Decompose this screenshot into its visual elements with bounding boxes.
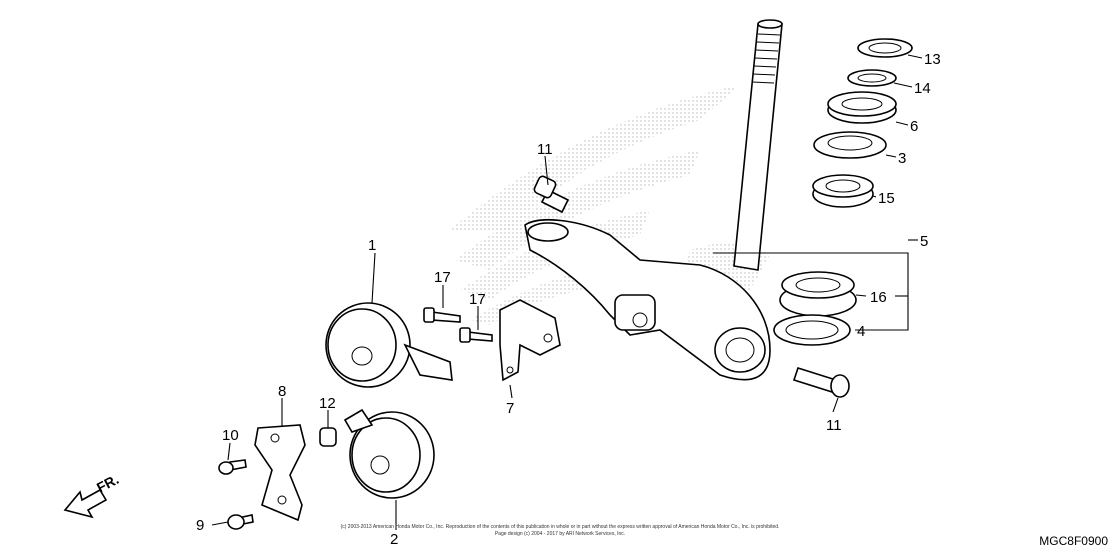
bearing-parts bbox=[812, 38, 913, 208]
copyright-line-1: (c) 2003-2013 American Honda Motor Co., … bbox=[341, 524, 780, 530]
callout-16: 16 bbox=[870, 289, 887, 306]
steering-stem bbox=[733, 19, 783, 271]
callout-4: 4 bbox=[857, 323, 865, 340]
screw-9 bbox=[227, 514, 254, 530]
leader-lines bbox=[211, 54, 923, 530]
callout-12: 12 bbox=[319, 395, 336, 412]
bolt-11-lower bbox=[792, 367, 850, 398]
callout-7: 7 bbox=[506, 400, 514, 417]
callout-8: 8 bbox=[278, 383, 286, 400]
callout-labels: 13 14 6 3 15 5 16 4 11 11 1 17 17 7 8 12… bbox=[196, 51, 941, 548]
lower-bearing-parts bbox=[773, 271, 857, 346]
lower-triple-clamp bbox=[524, 219, 771, 381]
copyright-line-2: Page design (c) 2004 - 2017 by ARI Netwo… bbox=[495, 531, 625, 537]
horn-lower bbox=[343, 408, 435, 499]
nut-12 bbox=[319, 427, 337, 447]
diagram-code: MGC8F0900 bbox=[1039, 534, 1108, 548]
callout-10: 10 bbox=[222, 427, 239, 444]
front-direction-arrow: FR. bbox=[63, 471, 121, 519]
callout-17-b: 17 bbox=[469, 291, 486, 308]
callout-17-a: 17 bbox=[434, 269, 451, 286]
horn-bracket bbox=[499, 299, 561, 382]
callout-11-upper: 11 bbox=[537, 141, 553, 158]
callout-6: 6 bbox=[910, 118, 918, 135]
callout-11-lower: 11 bbox=[826, 417, 842, 434]
bolt-17-a bbox=[423, 307, 461, 323]
callout-9: 9 bbox=[196, 517, 204, 534]
callout-15: 15 bbox=[878, 190, 895, 207]
screw-10 bbox=[218, 459, 247, 475]
horn-cover bbox=[254, 424, 306, 522]
callout-3: 3 bbox=[898, 150, 906, 167]
bolt-11-upper bbox=[533, 175, 570, 214]
horn-upper bbox=[325, 302, 453, 388]
callout-14: 14 bbox=[914, 80, 931, 97]
callout-5: 5 bbox=[920, 233, 928, 250]
bolt-17-b bbox=[459, 327, 493, 343]
callout-1: 1 bbox=[368, 237, 376, 254]
callout-13: 13 bbox=[924, 51, 941, 68]
callout-2: 2 bbox=[390, 531, 398, 548]
